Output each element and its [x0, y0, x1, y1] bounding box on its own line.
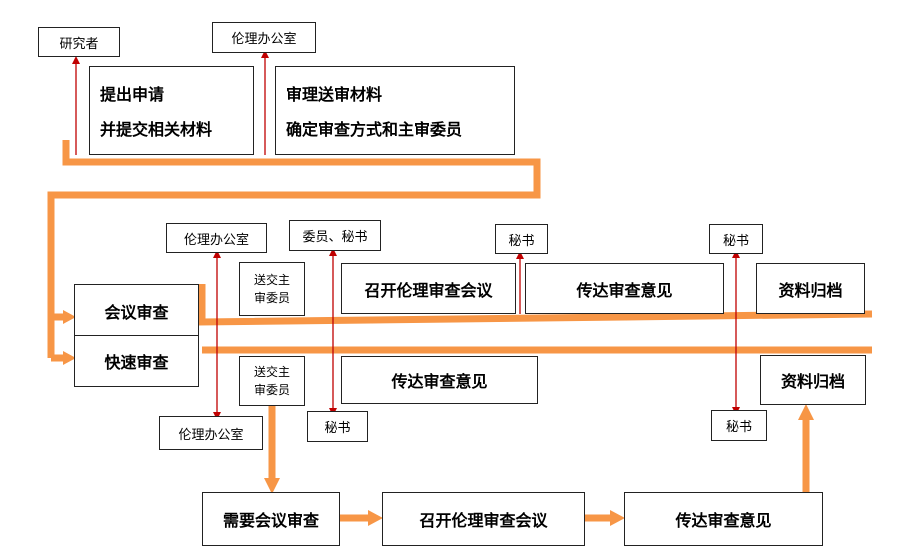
arrow-to-meeting: [63, 310, 76, 324]
send-meeting-line-2: 审委员: [253, 291, 290, 305]
meeting-review-box: 会议审查: [74, 284, 199, 337]
convene-meeting-bottom-box: 召开伦理审查会议: [382, 492, 585, 546]
archive-meeting-box: 资料归档: [756, 263, 865, 314]
members-secretary-label: 委员、秘书: [289, 220, 381, 251]
archive-express-box: 资料归档: [760, 355, 866, 405]
send-express-line-2: 审委员: [253, 383, 290, 397]
convey-opinion-bottom-box: 传达审查意见: [624, 492, 823, 546]
review-materials-box: 审理送审材料 确定审查方式和主审委员: [275, 66, 515, 155]
submit-line-2: 并提交相关材料: [100, 120, 213, 140]
secretary-express-label: 秘书: [307, 411, 368, 442]
need-meeting-review-box: 需要会议审查: [202, 492, 340, 546]
submit-application-box: 提出申请 并提交相关材料: [89, 66, 254, 155]
secretary-right-top-label: 秘书: [709, 224, 763, 254]
secretary-mid-label: 秘书: [495, 224, 548, 254]
meeting-track-line: [198, 284, 873, 326]
send-reviewer-meeting: 送交主 审委员: [239, 262, 305, 316]
researcher-label: 研究者: [38, 27, 120, 57]
convey-opinion-express-box: 传达审查意见: [341, 356, 538, 404]
send-reviewer-express: 送交主 审委员: [239, 356, 305, 406]
arrow-to-express: [63, 351, 76, 365]
secretary-right-bottom-label: 秘书: [711, 410, 767, 441]
submit-line-1: 提出申请: [100, 84, 165, 104]
ethics-office-express: 伦理办公室: [159, 416, 263, 450]
send-express-line-1: 送交主: [253, 365, 290, 379]
send-meeting-line-1: 送交主: [253, 273, 290, 287]
top-flow-line: [47, 140, 541, 358]
convey-opinion-meeting-box: 传达审查意见: [525, 263, 724, 314]
convene-meeting-box: 召开伦理审查会议: [341, 263, 516, 314]
express-review-box: 快速审查: [74, 335, 199, 387]
review-line-1: 审理送审材料: [286, 84, 383, 104]
ethics-office-meeting: 伦理办公室: [166, 223, 267, 253]
review-line-2: 确定审查方式和主审委员: [286, 120, 463, 140]
ethics-office-top: 伦理办公室: [212, 22, 316, 53]
